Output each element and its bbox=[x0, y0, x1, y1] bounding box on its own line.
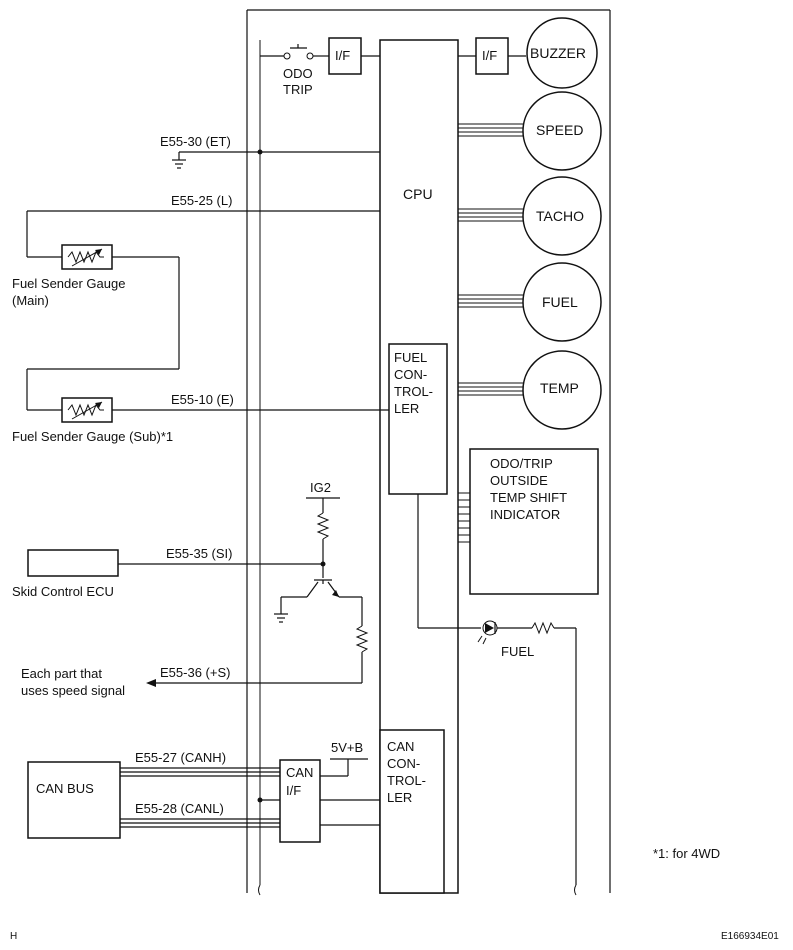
et-ground-line bbox=[172, 149, 380, 169]
skid-control-ecu-label: Skid Control ECU bbox=[12, 584, 114, 599]
odo-display-line-4: INDICATOR bbox=[490, 507, 560, 522]
fuel-controller-line-3: TROL- bbox=[394, 384, 433, 399]
sender-sub-label: Fuel Sender Gauge (Sub)*1 bbox=[12, 429, 173, 444]
ig2-label: IG2 bbox=[310, 480, 331, 495]
odo-trip-display-block bbox=[469, 448, 599, 595]
terminal-canl-label: E55-28 (CANL) bbox=[135, 801, 224, 816]
speed-parts-label-2: uses speed signal bbox=[21, 683, 125, 698]
odo-display-line-3: TEMP SHIFT bbox=[490, 490, 567, 505]
can-controller-line-4: LER bbox=[387, 790, 412, 805]
speed-gauge bbox=[458, 91, 602, 171]
can-bus-box bbox=[27, 761, 121, 839]
can-controller-line-3: TROL- bbox=[387, 773, 426, 788]
supply-label: 5V+B bbox=[331, 740, 363, 755]
odo-if-box bbox=[328, 37, 362, 75]
fuel-sender-main-circuit bbox=[26, 210, 389, 423]
fuel-lamp-label: FUEL bbox=[501, 644, 534, 659]
fuel-warning-lamp-circuit bbox=[417, 494, 577, 896]
buzzer-if-label: I/F bbox=[482, 48, 497, 63]
internal-ground-rail bbox=[258, 40, 261, 896]
sender-main-label-2: (Main) bbox=[12, 293, 49, 308]
corner-label-right: E166934E01 bbox=[721, 931, 779, 942]
can-controller-line-2: CON- bbox=[387, 756, 420, 771]
sender-main-label-1: Fuel Sender Gauge bbox=[12, 276, 125, 291]
footnote: *1: for 4WD bbox=[653, 846, 720, 861]
skid-control-ecu-box bbox=[27, 549, 119, 577]
odo-display-line-1: ODO/TRIP bbox=[490, 456, 553, 471]
odo-switch-label-2: TRIP bbox=[283, 82, 313, 97]
speed-gauge-label: SPEED bbox=[536, 122, 583, 138]
terminal-si-label: E55-35 (SI) bbox=[166, 546, 232, 561]
can-controller-line-1: CAN bbox=[387, 739, 414, 754]
temp-gauge bbox=[458, 350, 602, 430]
fuel-controller-line-1: FUEL bbox=[394, 350, 427, 365]
combination-meter-outline bbox=[246, 9, 611, 893]
speed-signal-circuit bbox=[118, 497, 369, 687]
odo-trip-switch bbox=[260, 44, 329, 60]
fuel-controller-line-4: LER bbox=[394, 401, 419, 416]
speed-parts-label-1: Each part that bbox=[21, 666, 102, 681]
cpu-label: CPU bbox=[403, 186, 433, 202]
buzzer bbox=[526, 17, 598, 89]
fuel-controller-block bbox=[388, 343, 448, 495]
can-if-box bbox=[279, 759, 321, 843]
can-controller-block bbox=[379, 729, 445, 894]
odo-if-label: I/F bbox=[335, 48, 350, 63]
can-bus-label: CAN BUS bbox=[36, 781, 94, 796]
fuel-gauge bbox=[458, 262, 602, 342]
fuel-gauge-label: FUEL bbox=[542, 294, 578, 310]
buzzer-if-box bbox=[475, 37, 509, 75]
corner-label-left: H bbox=[10, 931, 17, 942]
tacho-gauge bbox=[458, 176, 602, 256]
buzzer-label: BUZZER bbox=[530, 45, 586, 61]
terminal-et-label: E55-30 (ET) bbox=[160, 134, 231, 149]
odo-switch-label-1: ODO bbox=[283, 66, 313, 81]
odo-display-bus bbox=[458, 492, 470, 543]
terminal-l-label: E55-25 (L) bbox=[171, 193, 232, 208]
temp-gauge-label: TEMP bbox=[540, 380, 579, 396]
fuel-controller-line-2: CON- bbox=[394, 367, 427, 382]
terminal-s-label: E55-36 (+S) bbox=[160, 665, 230, 680]
can-if-label-2: I/F bbox=[286, 783, 301, 798]
terminal-e-label: E55-10 (E) bbox=[171, 392, 234, 407]
can-if-label-1: CAN bbox=[286, 765, 313, 780]
can-lines bbox=[120, 758, 380, 828]
odo-display-line-2: OUTSIDE bbox=[490, 473, 548, 488]
terminal-canh-label: E55-27 (CANH) bbox=[135, 750, 226, 765]
tacho-gauge-label: TACHO bbox=[536, 208, 584, 224]
